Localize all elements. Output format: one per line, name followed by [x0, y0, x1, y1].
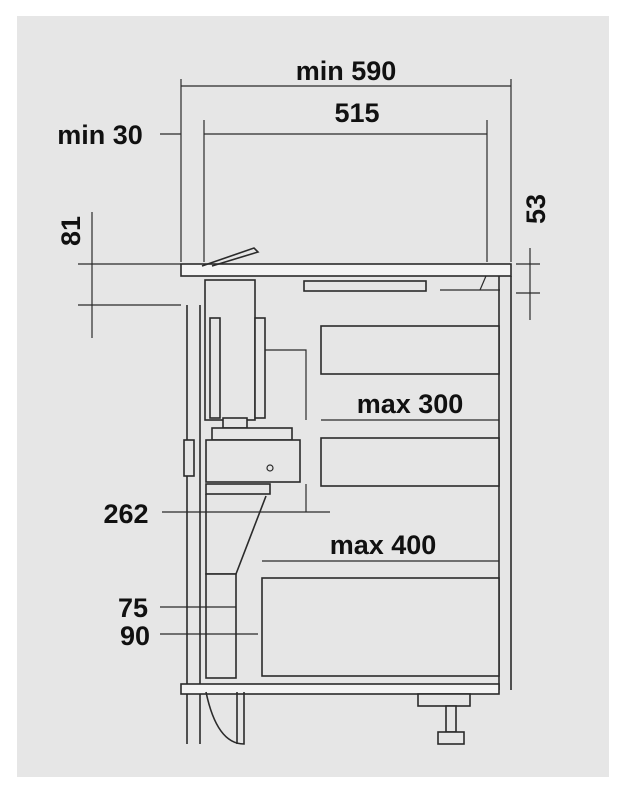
drawer-2: [320, 437, 500, 487]
cabinet-base: [180, 683, 500, 695]
dim-90: 90: [120, 621, 258, 651]
extractor-unit: [183, 279, 307, 745]
dim-81: 81: [56, 212, 181, 338]
label-53: 53: [521, 194, 551, 224]
label-min-590: min 590: [296, 56, 397, 86]
motor-box: [205, 439, 301, 483]
label-min-30: min 30: [57, 120, 143, 150]
outlet-pipe: [205, 573, 237, 679]
motor-top: [211, 427, 293, 441]
label-75: 75: [118, 593, 148, 623]
label-515: 515: [334, 98, 379, 128]
label-262: 262: [103, 499, 148, 529]
drawer-1: [320, 325, 500, 375]
label-max-400: max 400: [330, 530, 437, 560]
cabinet-foot-top: [417, 693, 471, 707]
drawers: [261, 325, 500, 677]
dim-262: 262: [103, 484, 330, 529]
dim-75: 75: [118, 593, 236, 623]
worktop-slab: [180, 263, 512, 277]
label-81: 81: [56, 216, 86, 246]
label-90: 90: [120, 621, 150, 651]
hob-body: [303, 280, 427, 292]
worktop: [180, 247, 512, 292]
dim-max-300: max 300: [321, 389, 499, 421]
label-max-300: max 300: [357, 389, 464, 419]
dim-max-400: max 400: [262, 530, 499, 562]
cabinet-foot-stem: [445, 705, 457, 733]
dim-515: 515: [203, 98, 488, 262]
cabinet-foot-pad: [437, 731, 465, 745]
dim-53: 53: [516, 194, 551, 320]
dim-min-30: min 30: [57, 120, 181, 150]
drawer-3: [261, 577, 500, 677]
dim-min-590: min 590: [180, 56, 512, 262]
